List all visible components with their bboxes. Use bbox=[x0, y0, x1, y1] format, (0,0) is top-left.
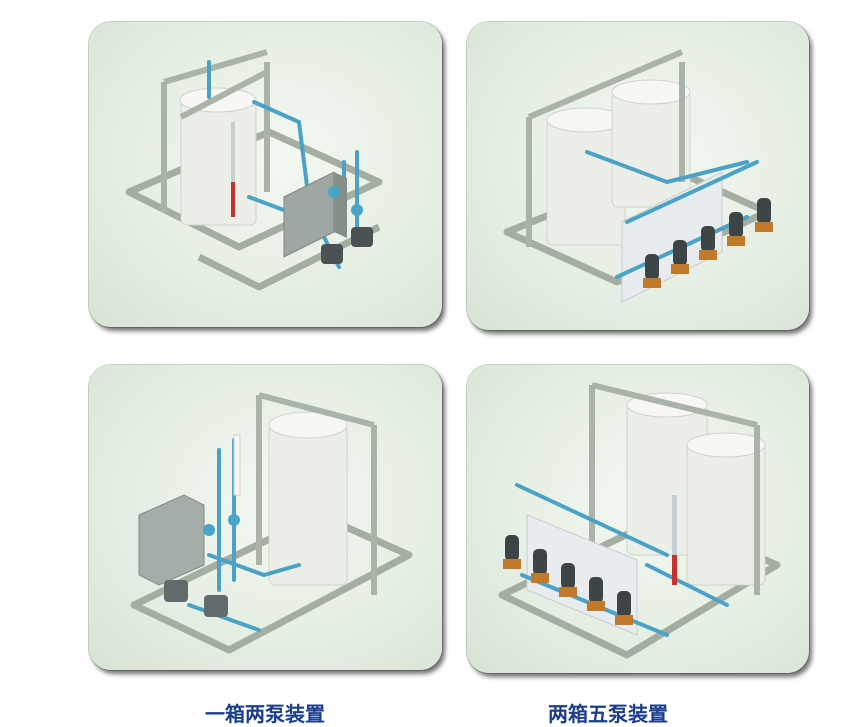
caption-one-tank-two-pumps: 一箱两泵装置 bbox=[205, 702, 325, 726]
caption-two-tanks-five-pumps: 两箱五泵装置 bbox=[548, 702, 668, 726]
equipment-render bbox=[125, 49, 383, 291]
photo-two-tanks-five-pumps-bottom bbox=[467, 365, 809, 673]
equipment-render bbox=[130, 392, 413, 654]
equipment-render bbox=[503, 49, 773, 303]
photo-two-tanks-five-pumps-top bbox=[467, 22, 809, 330]
photo-one-tank-two-pumps-top bbox=[89, 22, 442, 327]
photo-one-tank-two-pumps-bottom bbox=[89, 365, 442, 670]
equipment-render bbox=[498, 382, 781, 659]
